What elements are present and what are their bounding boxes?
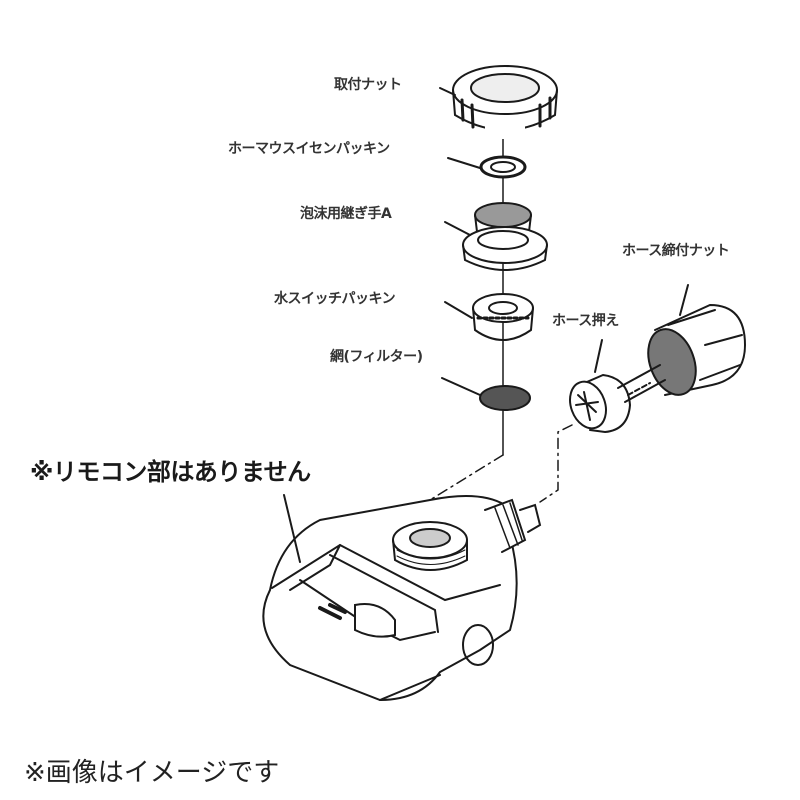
- filter-mesh-part: [479, 385, 531, 411]
- hose-retainer-part: [569, 373, 632, 434]
- hose-water-supply-packing-part: [479, 155, 527, 179]
- label-mounting-nut: 取付ナット: [334, 77, 402, 93]
- water-switch-packing-part: [472, 293, 534, 341]
- image-disclaimer-note: ※画像はイメージです: [24, 758, 280, 788]
- foam-joint-a-part: [462, 202, 548, 271]
- assembly-link-line: [429, 454, 504, 521]
- label-hose-water-supply-packing: ホーマウスイセンパッキン: [228, 141, 390, 157]
- label-water-switch-packing: 水スイッチパッキン: [274, 291, 396, 307]
- label-hose-retainer: ホース押え: [552, 313, 619, 329]
- label-filter-mesh: 網(フィルター): [330, 349, 423, 365]
- hose-mounting-nut-part: [647, 303, 747, 396]
- label-foam-joint-a: 泡沫用継ぎ手A: [300, 206, 392, 222]
- faucet-base-body: [262, 495, 542, 702]
- label-hose-mounting-nut: ホース締付ナット: [622, 243, 730, 259]
- mounting-nut-part: [452, 65, 558, 139]
- no-remote-note: ※リモコン部はありません: [30, 458, 311, 486]
